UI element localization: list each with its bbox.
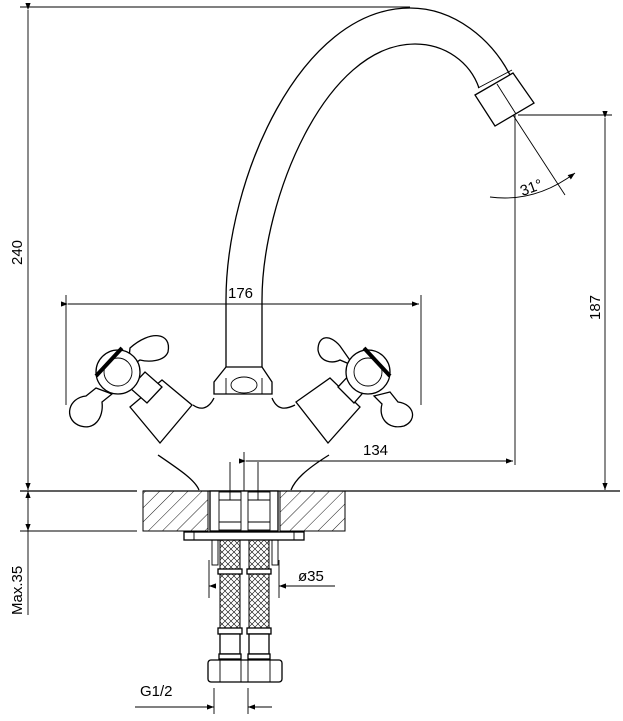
spout — [225, 7, 535, 367]
right-handle — [295, 337, 414, 445]
handle-span-label: 176 — [228, 285, 253, 302]
dimension-thread: G1/2 — [135, 683, 272, 714]
dimension-spout-angle: 31° — [489, 114, 576, 200]
aerator — [474, 69, 535, 127]
dimension-spout-height: 187 — [514, 110, 612, 490]
dimension-total-height: 240 — [9, 2, 410, 490]
spout-height-label: 187 — [587, 295, 604, 320]
left-handle — [68, 335, 193, 445]
thread-label: G1/2 — [140, 683, 173, 700]
mounting-shank — [183, 462, 305, 566]
spout-reach-label: 134 — [363, 442, 388, 459]
flexible-hoses — [207, 539, 283, 683]
dimension-spout-reach: 134 — [238, 442, 513, 500]
total-height-label: 240 — [9, 240, 26, 265]
faucet-body — [157, 366, 330, 491]
dimension-hole-diameter: ø35 — [208, 560, 335, 598]
hole-diameter-label: ø35 — [298, 568, 324, 585]
spout-angle-label: 31° — [518, 176, 545, 200]
dimension-handle-span: 176 — [60, 285, 422, 405]
max-thickness-label: Max.35 — [9, 566, 26, 615]
center-nut — [213, 366, 273, 395]
dimension-max-thickness: Max.35 — [9, 491, 31, 615]
countertop-section — [20, 490, 620, 532]
